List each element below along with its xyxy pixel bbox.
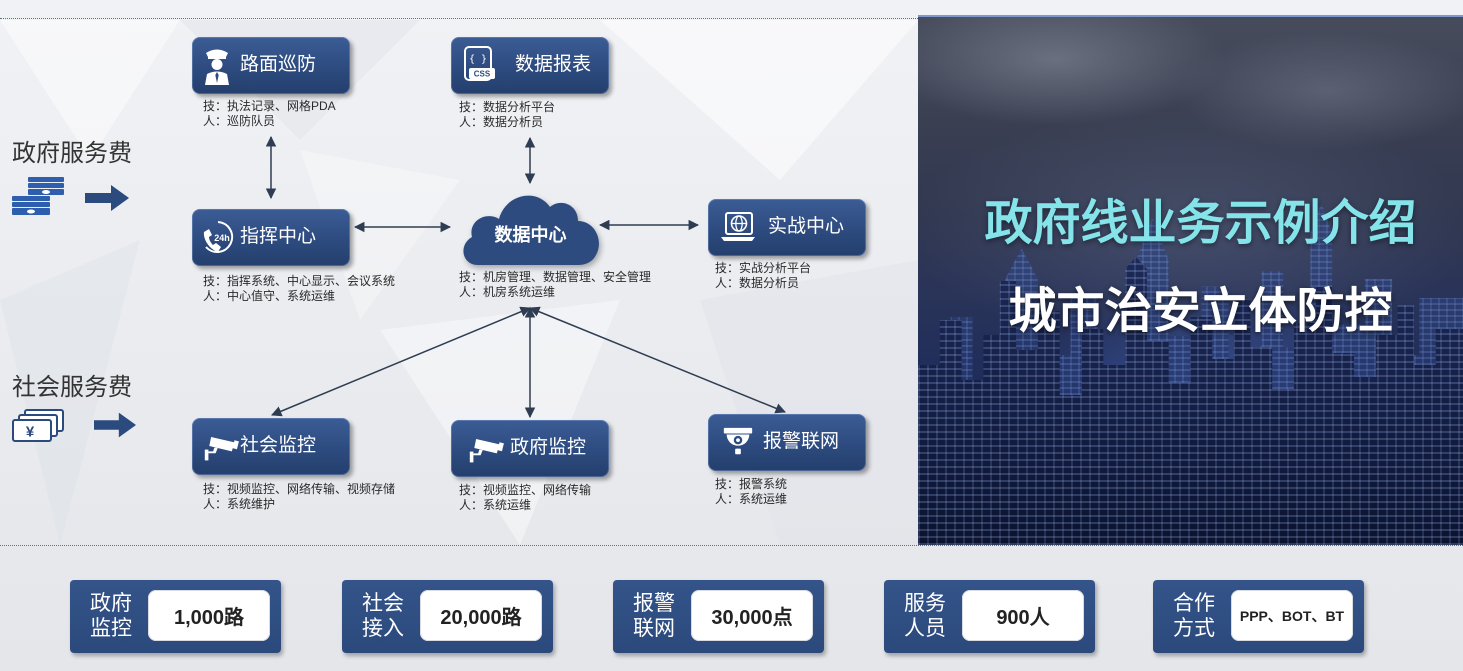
- social-fee-label: 社会服务费: [12, 374, 132, 401]
- stat-card-alarm-network: 报警 联网 30,000点: [613, 580, 824, 653]
- stat-label: 政府 监控: [90, 591, 136, 641]
- dome-camera-icon: [723, 427, 753, 455]
- node-title: 政府监控: [510, 437, 587, 458]
- node-title: 报警联网: [763, 431, 840, 452]
- node-social-monitor: 社会监控: [192, 418, 350, 475]
- 24h-phone-icon: 24h: [203, 221, 234, 253]
- bottom-dotted-divider: [0, 545, 1463, 546]
- node-report-description: 技：数据分析平台 人：数据分析员: [459, 100, 555, 130]
- node-command: 24h 指挥中心: [192, 209, 350, 266]
- cctv-camera-icon: [204, 437, 239, 461]
- node-combat-description: 技：实战分析平台 人：数据分析员: [715, 261, 811, 291]
- cctv-camera-icon: [469, 439, 504, 463]
- hero-subtitle: 城市治安立体防控: [1008, 285, 1393, 338]
- stat-label: 服务 人员: [904, 591, 950, 641]
- tech-line: 技：实战分析平台: [715, 261, 812, 275]
- government-fee-label: 政府服务费: [12, 140, 132, 167]
- tech-line: 技：执法记录、网格PDA: [203, 99, 336, 113]
- people-line: 人：数据分析员: [459, 115, 544, 129]
- tech-line: 技：机房管理、数据管理、安全管理: [459, 270, 652, 284]
- node-datacenter: 数据中心: [458, 183, 603, 268]
- stat-value: 900人: [962, 590, 1084, 641]
- stat-label: 合作 方式: [1173, 591, 1219, 641]
- right-arrow-icon: [85, 185, 129, 211]
- stat-label-line: 监控: [90, 617, 132, 640]
- people-line: 人：巡防队员: [203, 114, 276, 128]
- stat-label-line: 服务: [904, 592, 946, 615]
- stat-label-line: 报警: [633, 592, 675, 615]
- stat-value: 20,000路: [420, 590, 542, 641]
- node-report: { } CSS 数据报表: [451, 37, 609, 94]
- yuan-symbol: ¥: [26, 424, 35, 441]
- stat-label-line: 政府: [90, 592, 132, 615]
- css-file-icon: { } CSS: [464, 46, 495, 81]
- node-alarm: 报警联网: [708, 414, 866, 471]
- node-title: 实战中心: [768, 216, 845, 237]
- yuan-bills-icon: ¥: [12, 409, 64, 442]
- node-title: 数据报表: [515, 54, 592, 75]
- tech-line: 技：指挥系统、中心显示、会议系统: [203, 274, 396, 288]
- node-command-description: 技：指挥系统、中心显示、会议系统 人：中心值守、系统运维: [203, 274, 395, 304]
- node-patrol-description: 技：执法记录、网格PDA 人：巡防队员: [203, 99, 336, 129]
- node-title: 指挥中心: [240, 226, 317, 247]
- people-line: 人：中心值守、系统运维: [203, 289, 336, 303]
- people-line: 人：系统运维: [459, 498, 532, 512]
- money-stack-icon: [12, 177, 64, 215]
- people-line: 人：系统维护: [203, 497, 276, 511]
- diagram-connectors: [265, 135, 786, 419]
- tech-line: 技：报警系统: [715, 477, 788, 491]
- node-combat: 实战中心: [708, 199, 866, 256]
- stat-label-line: 社会: [362, 592, 404, 615]
- icon-24h-text: 24h: [214, 233, 230, 243]
- stat-label-line: 联网: [633, 617, 675, 640]
- stat-value: PPP、BOT、BT: [1231, 590, 1353, 641]
- node-social-monitor-description: 技：视频监控、网络传输、视频存储 人：系统维护: [203, 482, 395, 512]
- node-title: 数据中心: [494, 225, 567, 245]
- people-line: 人：机房系统运维: [459, 285, 556, 299]
- stat-card-service-staff: 服务 人员 900人: [884, 580, 1095, 653]
- right-arrow-icon: [94, 412, 136, 438]
- stat-label-line: 方式: [1173, 617, 1215, 640]
- globe-computer-icon: [721, 212, 755, 241]
- stat-label-line: 人员: [904, 617, 946, 640]
- cloud-icon: [463, 195, 599, 265]
- stat-label-line: 接入: [362, 617, 404, 640]
- tech-line: 技：视频监控、网络传输: [459, 483, 592, 497]
- node-alarm-description: 技：报警系统 人：系统运维: [715, 477, 787, 507]
- node-title: 社会监控: [240, 435, 317, 456]
- top-dotted-divider: [0, 18, 918, 19]
- stat-value: 1,000路: [148, 590, 270, 641]
- stat-card-social-access: 社会 接入 20,000路: [342, 580, 553, 653]
- tech-line: 技：数据分析平台: [459, 100, 556, 114]
- node-gov-monitor-description: 技：视频监控、网络传输 人：系统运维: [459, 483, 591, 513]
- node-gov-monitor: 政府监控: [451, 420, 609, 477]
- people-line: 人：系统运维: [715, 492, 788, 506]
- stat-label: 报警 联网: [633, 591, 679, 641]
- stat-value: 30,000点: [691, 590, 813, 641]
- police-officer-icon: [205, 49, 229, 85]
- stat-card-cooperation-mode: 合作 方式 PPP、BOT、BT: [1153, 580, 1364, 653]
- node-title: 路面巡防: [240, 54, 317, 75]
- icon-css-text: CSS: [474, 70, 491, 79]
- node-datacenter-description: 技：机房管理、数据管理、安全管理 人：机房系统运维: [459, 270, 651, 300]
- connector-datacenter-alarm: [529, 306, 786, 414]
- people-line: 人：数据分析员: [715, 276, 800, 290]
- node-patrol: 路面巡防: [192, 37, 350, 94]
- icon-braces: { }: [469, 54, 487, 65]
- connector-datacenter-social-monitor: [271, 306, 531, 417]
- tech-line: 技：视频监控、网络传输、视频存储: [203, 482, 396, 496]
- hero-title: 政府线业务示例介绍: [984, 197, 1417, 250]
- stat-label: 社会 接入: [362, 591, 408, 641]
- hero-city-panel: 政府线业务示例介绍 城市治安立体防控: [918, 15, 1463, 545]
- stat-label-line: 合作: [1173, 592, 1215, 615]
- stat-card-gov-monitor: 政府 监控 1,000路: [70, 580, 281, 653]
